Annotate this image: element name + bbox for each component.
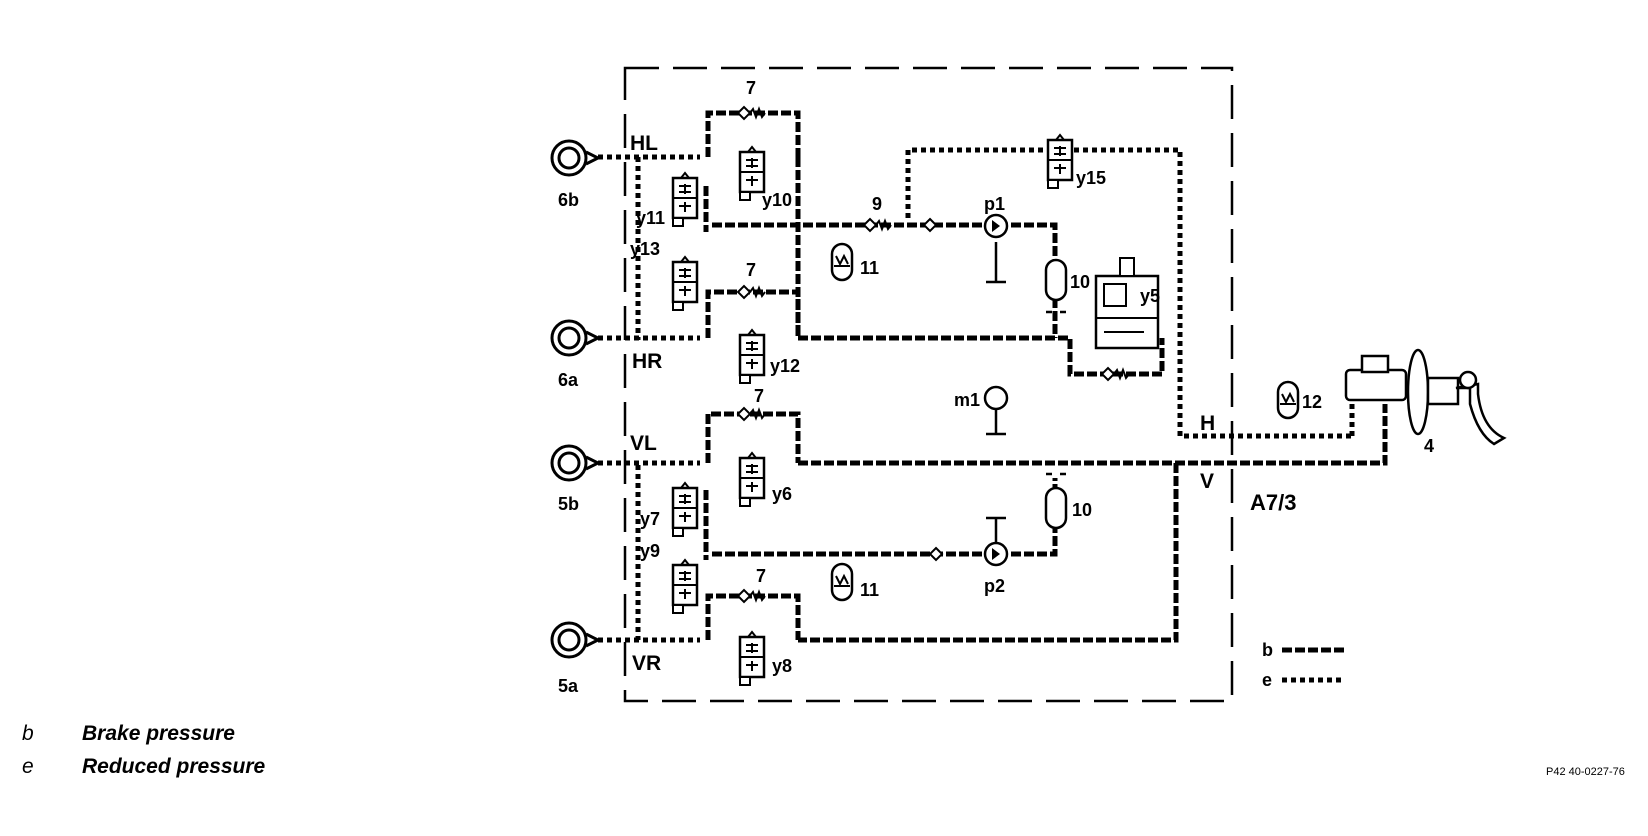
label-vl: VL bbox=[630, 432, 657, 455]
label-hl: HL bbox=[630, 132, 658, 155]
label-y12: y12 bbox=[770, 356, 800, 376]
label-7-vr: 7 bbox=[756, 566, 766, 586]
accumulator-11-front bbox=[830, 562, 854, 602]
label-p1: p1 bbox=[984, 194, 1005, 214]
valve-y6 bbox=[738, 451, 766, 508]
motor-m1 bbox=[983, 385, 1009, 411]
legend-text-b: Brake pressure bbox=[82, 722, 235, 745]
label-9: 9 bbox=[872, 194, 882, 214]
reduced-pressure-lines bbox=[598, 147, 1355, 643]
label-6a: 6a bbox=[558, 370, 579, 390]
label-hr: HR bbox=[632, 350, 662, 373]
valve-y11 bbox=[671, 171, 699, 228]
brake-5b bbox=[550, 444, 600, 482]
legend-key-b: b bbox=[22, 722, 34, 745]
label-12: 12 bbox=[1302, 392, 1322, 412]
unit-boundary bbox=[623, 66, 1234, 703]
valve-y9 bbox=[671, 558, 699, 615]
brake-5a bbox=[550, 621, 600, 659]
label-p2: p2 bbox=[984, 576, 1005, 596]
valve-y13 bbox=[671, 255, 699, 312]
label-10-front: 10 bbox=[1072, 500, 1092, 520]
line-legend-e-key: e bbox=[1262, 670, 1272, 690]
label-v: V bbox=[1200, 470, 1214, 493]
pump-p2 bbox=[983, 541, 1009, 567]
reference-code: P42 40-0227-76 bbox=[1546, 766, 1625, 778]
valve-y10 bbox=[738, 145, 766, 202]
brake-6a bbox=[550, 319, 600, 357]
label-6b: 6b bbox=[558, 190, 579, 210]
check-valve-7-hr bbox=[737, 285, 766, 299]
label-10-rear: 10 bbox=[1070, 272, 1090, 292]
label-7-hl: 7 bbox=[746, 78, 756, 98]
pump-p1 bbox=[983, 213, 1009, 239]
label-y11: y11 bbox=[636, 208, 665, 228]
label-4: 4 bbox=[1424, 436, 1434, 456]
label-y15: y15 bbox=[1076, 168, 1106, 188]
brake-pressure-lines bbox=[703, 110, 1388, 643]
valve-y15 bbox=[1046, 133, 1074, 190]
label-h: H bbox=[1200, 412, 1215, 435]
label-y7: y7 bbox=[640, 509, 660, 529]
label-5a: 5a bbox=[558, 676, 579, 696]
label-a7-3: A7/3 bbox=[1250, 490, 1296, 515]
label-y5: y5 bbox=[1140, 286, 1160, 306]
label-y6: y6 bbox=[772, 484, 792, 504]
label-vr: VR bbox=[632, 652, 661, 675]
label-7-hr: 7 bbox=[746, 260, 756, 280]
valve-y8 bbox=[738, 630, 766, 687]
line-legend-b-key: b bbox=[1262, 640, 1273, 660]
label-y10: y10 bbox=[762, 190, 792, 210]
valve-y7 bbox=[671, 481, 699, 538]
label-y8: y8 bbox=[772, 656, 792, 676]
damper-10-front bbox=[1044, 486, 1068, 530]
label-11-rear: 11 bbox=[860, 258, 879, 278]
label-m1: m1 bbox=[954, 390, 980, 410]
label-7-vl: 7 bbox=[754, 386, 764, 406]
legend-text-e: Reduced pressure bbox=[82, 755, 266, 778]
legend-key-e: e bbox=[22, 755, 34, 778]
label-y9: y9 bbox=[640, 541, 660, 561]
damper-10-rear bbox=[1044, 258, 1068, 302]
reservoir-12 bbox=[1276, 380, 1300, 420]
valve-y5 bbox=[1094, 257, 1160, 350]
master-cylinder-4 bbox=[1344, 348, 1507, 446]
label-5b: 5b bbox=[558, 494, 579, 514]
label-y13: y13 bbox=[630, 239, 660, 259]
brake-6b bbox=[550, 139, 600, 177]
label-11-front: 11 bbox=[860, 580, 879, 600]
valve-y12 bbox=[738, 328, 766, 385]
accumulator-11-rear bbox=[830, 242, 854, 282]
